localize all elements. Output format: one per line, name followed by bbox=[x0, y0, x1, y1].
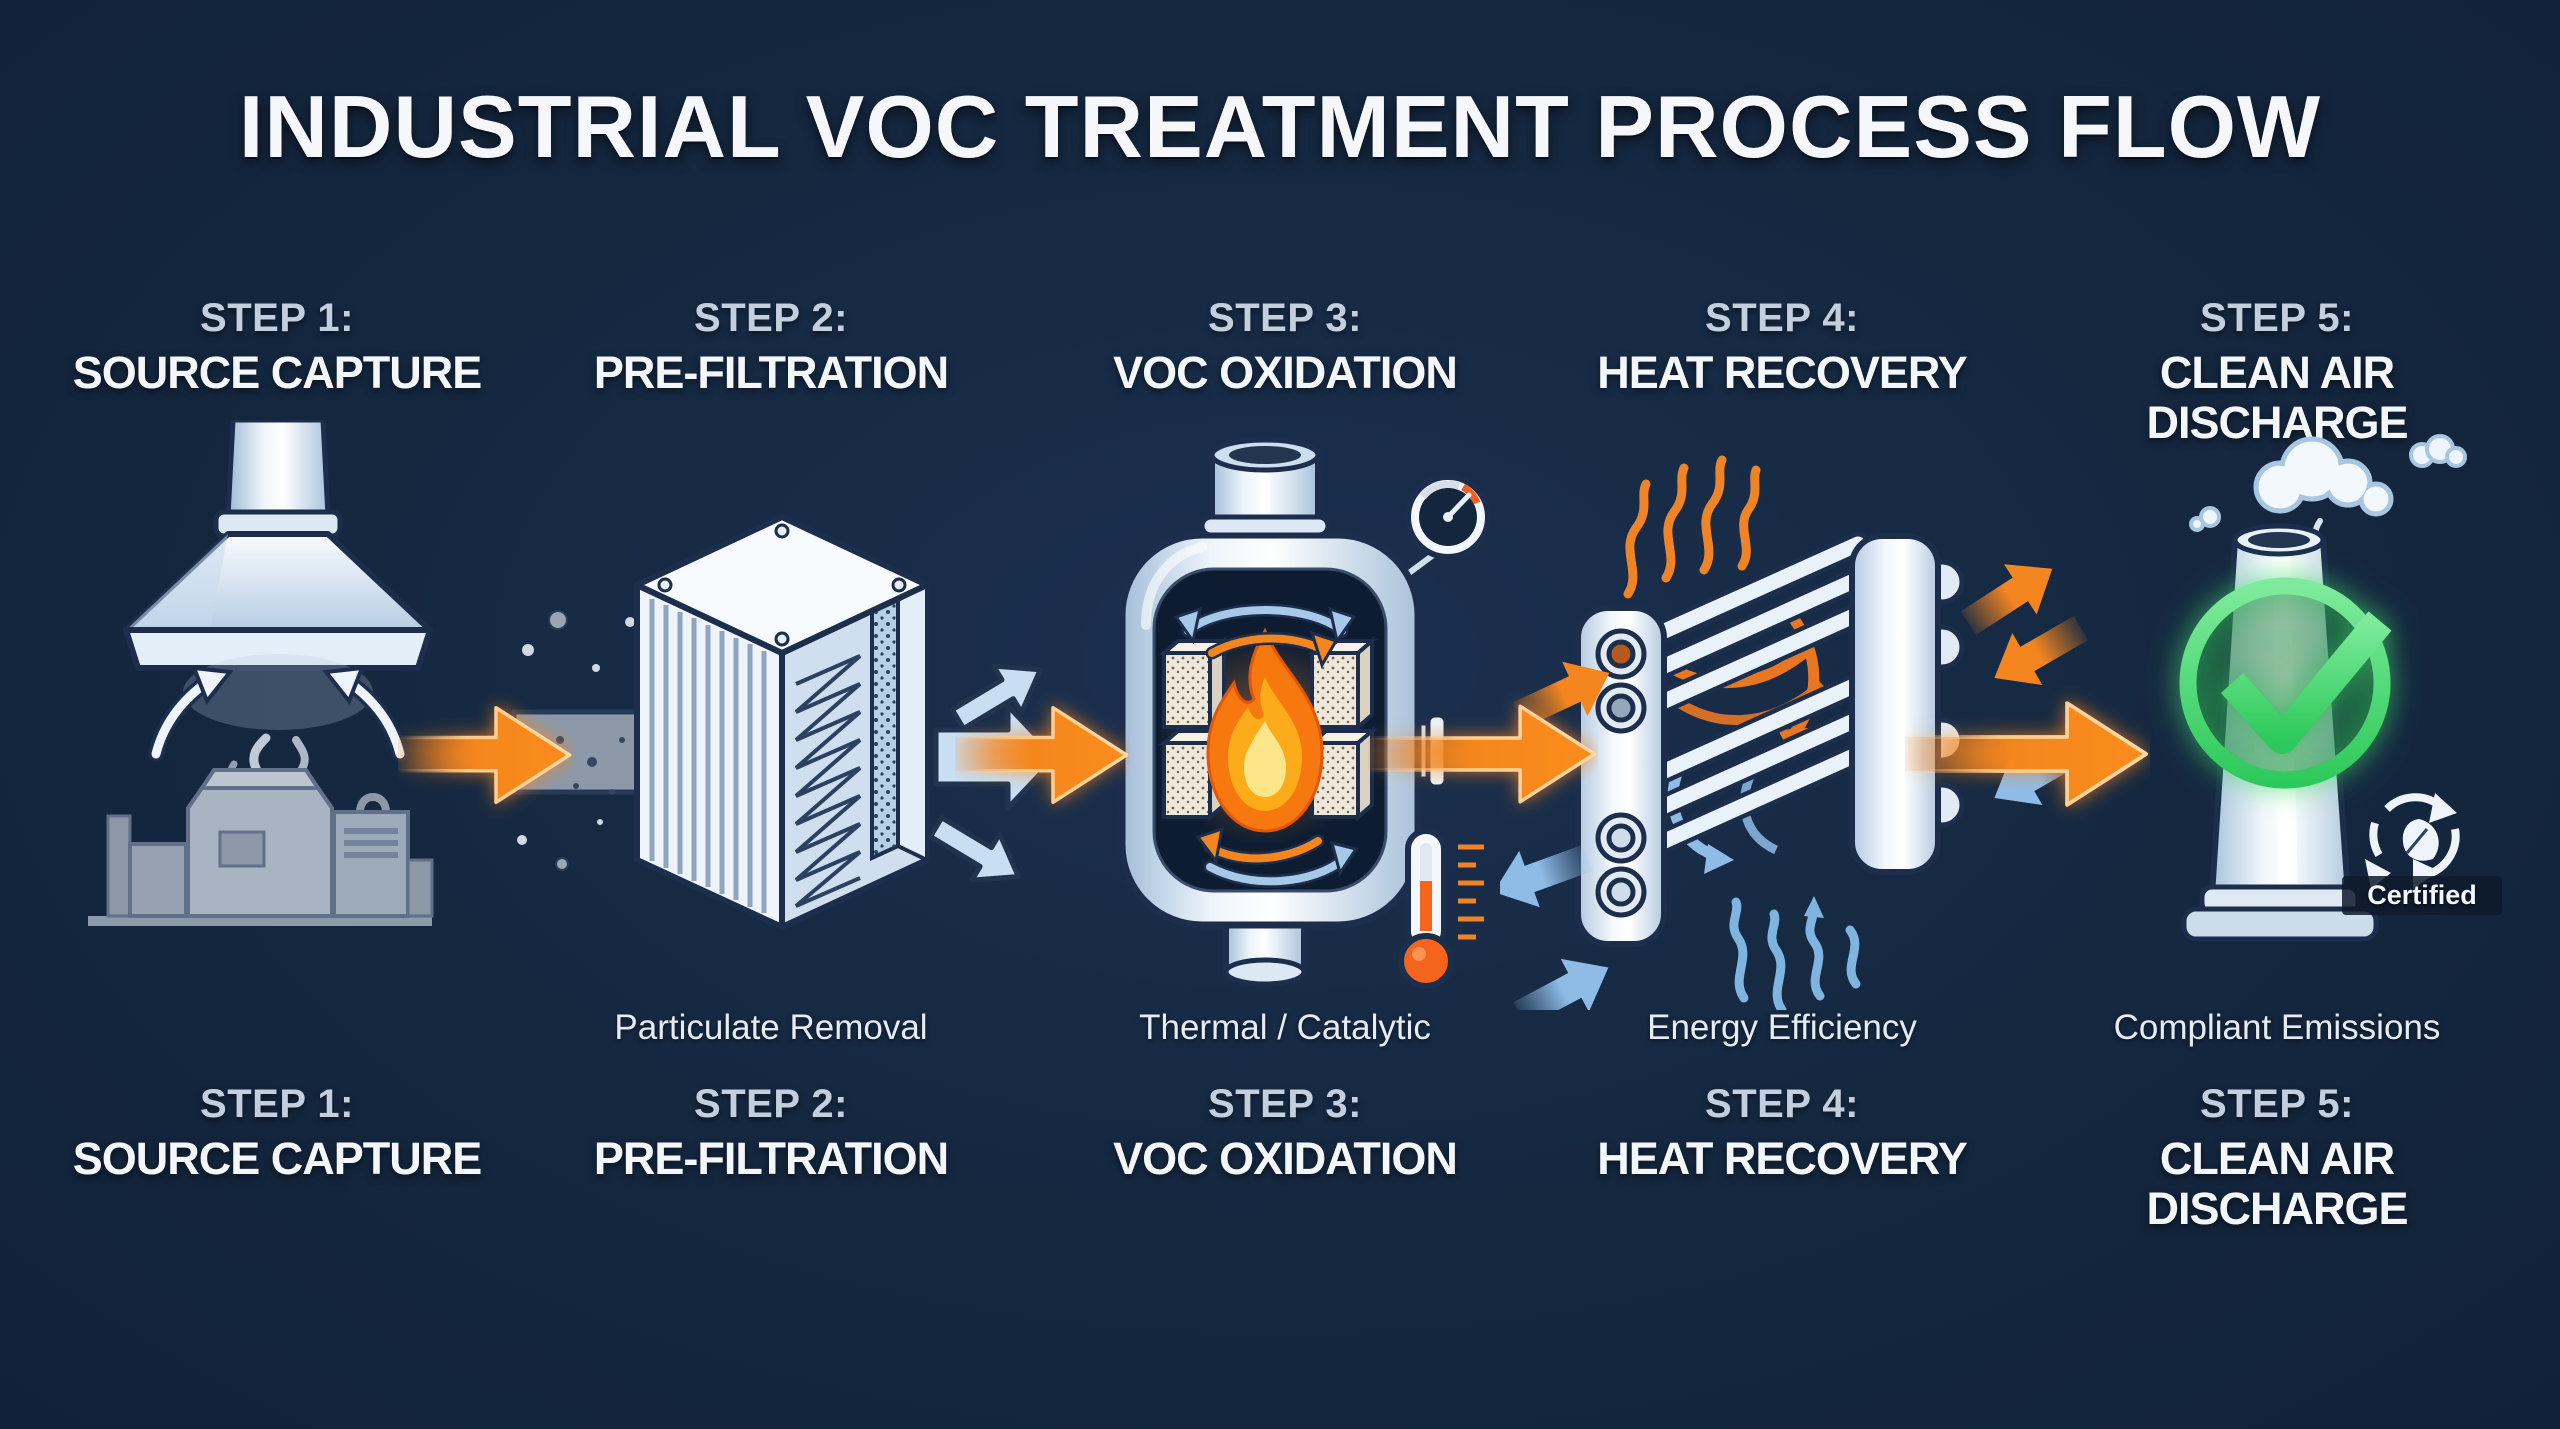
step5-header-top: STEP 5: CLEAN AIR DISCHARGE bbox=[2027, 296, 2527, 449]
step5-title: CLEAN AIR DISCHARGE bbox=[2146, 1133, 2408, 1235]
page-title: INDUSTRIAL VOC TREATMENT PROCESS FLOW bbox=[238, 77, 2322, 176]
exhaust-duct bbox=[213, 420, 343, 539]
clean-stack-icon bbox=[2179, 434, 2467, 942]
step1-header-bottom: STEP 1: SOURCE CAPTURE bbox=[27, 1082, 527, 1184]
step1-title: SOURCE CAPTURE bbox=[72, 1133, 483, 1184]
industrial-equipment bbox=[88, 768, 434, 926]
step5-title: CLEAN AIR DISCHARGE bbox=[2146, 347, 2408, 449]
right-header bbox=[1849, 533, 1965, 875]
flow-arrow-icon bbox=[1905, 701, 2149, 807]
heat-exchanger-icon bbox=[1500, 455, 2088, 1010]
step2-number-label: STEP 2: bbox=[694, 1082, 848, 1126]
step3-sublabel: Thermal / Catalytic bbox=[1139, 1008, 1431, 1047]
step3-header-bottom: STEP 3: VOC OXIDATION bbox=[1035, 1082, 1535, 1184]
step4-number-label: STEP 4: bbox=[1705, 1082, 1859, 1126]
step1-header-top: STEP 1: SOURCE CAPTURE bbox=[27, 296, 527, 398]
step5-sublabel: Compliant Emissions bbox=[2113, 1008, 2441, 1047]
heat-waves-hot bbox=[1623, 455, 1761, 599]
step4-title: HEAT RECOVERY bbox=[1597, 347, 1968, 398]
step3-number-label: STEP 3: bbox=[1208, 296, 1362, 340]
certified-badge: Certified bbox=[2342, 876, 2502, 915]
filter-housing bbox=[634, 514, 930, 930]
fine-filter-layer bbox=[872, 600, 898, 858]
heat-waves-cool bbox=[1729, 896, 1861, 1010]
flame-icon bbox=[1206, 627, 1324, 833]
flow-arrow-icon bbox=[955, 706, 1129, 804]
step5-number-label: STEP 5: bbox=[2200, 296, 2354, 340]
steam-cloud-icon bbox=[2189, 434, 2467, 578]
step2-title: PRE-FILTRATION bbox=[593, 1133, 949, 1184]
step1-title: SOURCE CAPTURE bbox=[72, 347, 483, 398]
pressure-gauge-icon bbox=[1405, 474, 1491, 560]
step4-header-bottom: STEP 4: HEAT RECOVERY bbox=[1532, 1082, 2032, 1184]
step2-sublabel: Particulate Removal bbox=[614, 1008, 928, 1047]
step4-sublabel: Energy Efficiency bbox=[1647, 1008, 1917, 1047]
clean-air-arrows bbox=[927, 663, 1059, 883]
step2-title: PRE-FILTRATION bbox=[593, 347, 949, 398]
step4-number-label: STEP 4: bbox=[1705, 296, 1859, 340]
step1-number-label: STEP 1: bbox=[200, 1082, 354, 1126]
step1-number-label: STEP 1: bbox=[200, 296, 354, 340]
step5-header-bottom: STEP 5: CLEAN AIR DISCHARGE bbox=[2027, 1082, 2527, 1235]
oxidizer-vessel-icon bbox=[1118, 437, 1491, 989]
catalyst-blocks bbox=[1158, 636, 1378, 822]
step2-number-label: STEP 2: bbox=[694, 296, 848, 340]
check-icon bbox=[2179, 577, 2392, 789]
step4-title: HEAT RECOVERY bbox=[1597, 1133, 1968, 1184]
thermometer-icon bbox=[1398, 828, 1484, 989]
step3-title: VOC OXIDATION bbox=[1113, 1133, 1458, 1184]
flow-arrow-icon bbox=[398, 706, 572, 804]
step2-header-top: STEP 2: PRE-FILTRATION bbox=[521, 296, 1021, 398]
step2-header-bottom: STEP 2: PRE-FILTRATION bbox=[521, 1082, 1021, 1184]
capture-hood bbox=[123, 531, 433, 671]
step3-header-top: STEP 3: VOC OXIDATION bbox=[1035, 296, 1535, 398]
step5-number-label: STEP 5: bbox=[2200, 1082, 2354, 1126]
step4-header-top: STEP 4: HEAT RECOVERY bbox=[1532, 296, 2032, 398]
recycle-leaf-icon bbox=[2365, 793, 2460, 889]
flow-arrow-icon bbox=[1368, 704, 1597, 804]
source-capture-icon bbox=[88, 420, 434, 926]
circulation-arrows bbox=[1173, 603, 1359, 888]
step3-title: VOC OXIDATION bbox=[1113, 347, 1458, 398]
step3-number-label: STEP 3: bbox=[1208, 1082, 1362, 1126]
pleated-media bbox=[794, 654, 862, 908]
